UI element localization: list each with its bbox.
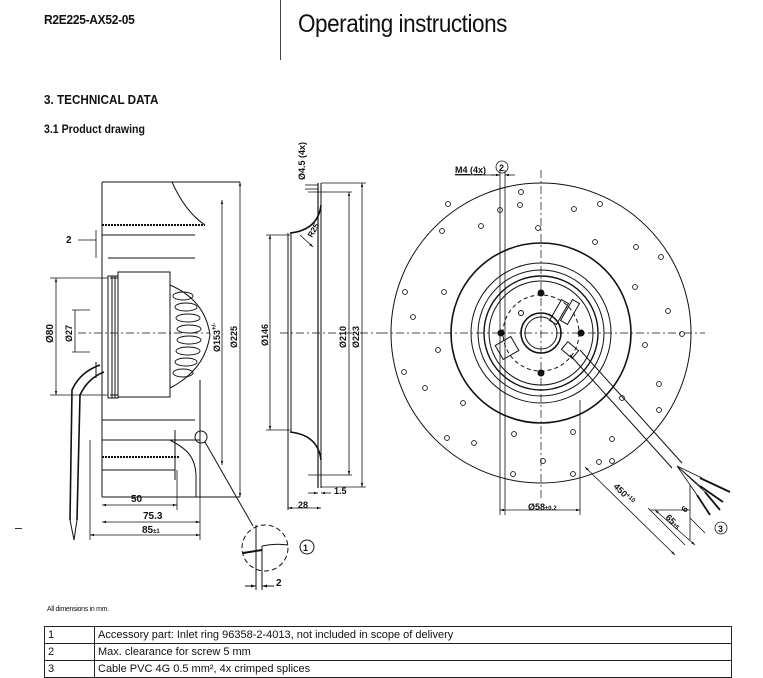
dim-d58: Ø58±0.2 xyxy=(528,502,557,512)
dim-d210: Ø210 xyxy=(338,326,348,348)
dim-d80: Ø80 xyxy=(45,324,56,343)
margin-mark xyxy=(15,528,22,529)
dim-r25: R25 xyxy=(306,221,321,239)
detail-view-1 xyxy=(241,524,315,590)
table-row: 3 Cable PVC 4G 0.5 mm², 4x crimped splic… xyxy=(44,660,732,678)
dim-strip-end: 6 xyxy=(679,504,690,515)
dim-cable-length: 450+10 xyxy=(612,481,637,506)
callout-1: 1 xyxy=(303,543,308,553)
dim-strip-length: 65±5 xyxy=(664,512,683,531)
legend-text: Max. clearance for screw 5 mm xyxy=(94,643,732,661)
dimensions-note: All dimensions in mm. xyxy=(47,606,109,613)
dim-85: 85±1 xyxy=(142,525,160,536)
table-row: 1 Accessory part: Inlet ring 96358-2-401… xyxy=(44,626,732,644)
legend-num: 3 xyxy=(44,660,95,678)
drawing-labels: 2 Ø80 Ø27 Ø153+/- Ø225 50 75.3 85±1 1 2 … xyxy=(45,142,723,589)
dim-d223: Ø223 xyxy=(351,326,361,348)
front-view-dimensions xyxy=(455,160,728,556)
page-title: Operating instructions xyxy=(298,10,507,38)
dim-d225: Ø225 xyxy=(229,326,239,348)
detail-dim: 2 xyxy=(276,578,282,589)
dim-d146: Ø146 xyxy=(260,324,270,346)
dim-gap: 2 xyxy=(66,235,72,246)
dim-50: 50 xyxy=(131,494,143,505)
header-divider xyxy=(280,0,281,60)
dim-75: 75.3 xyxy=(143,511,163,522)
legend-table: 1 Accessory part: Inlet ring 96358-2-401… xyxy=(44,626,732,678)
legend-text: Cable PVC 4G 0.5 mm², 4x crimped splices xyxy=(94,660,732,678)
dim-28: 28 xyxy=(298,500,308,510)
screw-label: M4 (4x) xyxy=(455,165,486,175)
fan-front-view xyxy=(380,170,731,516)
dim-d27: Ø27 xyxy=(64,325,74,342)
table-row: 2 Max. clearance for screw 5 mm xyxy=(44,643,732,661)
inlet-ring-side-view xyxy=(280,183,380,510)
legend-num: 2 xyxy=(44,643,95,661)
side-view-dimensions xyxy=(50,182,242,540)
fan-side-view xyxy=(69,181,254,541)
product-drawing: 2 Ø80 Ø27 Ø153+/- Ø225 50 75.3 85±1 1 2 … xyxy=(45,142,731,590)
legend-num: 1 xyxy=(44,626,95,644)
model-number: R2E225-AX52-05 xyxy=(44,12,135,27)
section-heading: 3. TECHNICAL DATA xyxy=(44,92,159,107)
inlet-ring-dimensions xyxy=(266,182,366,510)
legend-text: Accessory part: Inlet ring 96358-2-4013,… xyxy=(94,626,732,644)
dim-1-5: 1.5 xyxy=(334,486,347,496)
callout-2: 2 xyxy=(499,163,504,173)
callout-3: 3 xyxy=(718,524,723,534)
dim-d153: Ø153+/- xyxy=(212,323,222,352)
subsection-heading: 3.1 Product drawing xyxy=(44,122,145,136)
dim-hole: Ø4.5 (4x) xyxy=(297,142,307,180)
